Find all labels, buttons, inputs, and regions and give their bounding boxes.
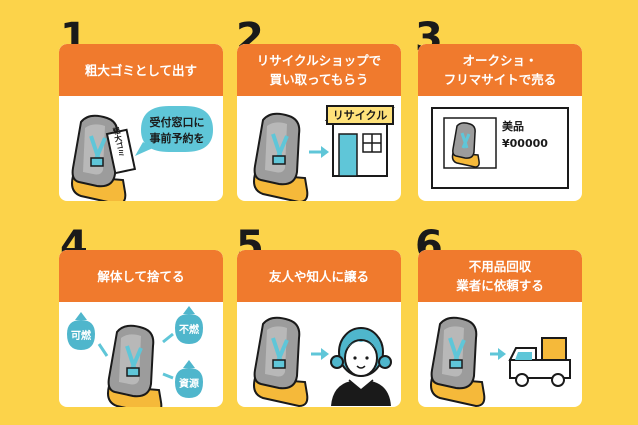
- step-title: オークショ・ フリマサイトで売る: [443, 53, 557, 87]
- car-seat-icon: [430, 316, 486, 407]
- step-title: 粗大ゴミとして出す: [84, 62, 198, 78]
- bag-label-nonburnable: 不燃: [179, 323, 200, 336]
- auction-listing-illustration: 美品 ¥00000: [431, 107, 569, 189]
- step-header: 不用品回収 業者に依頼する: [418, 250, 582, 302]
- person-icon: [330, 327, 392, 406]
- recycle-shop-illustration: リサイクル: [253, 105, 395, 201]
- arrow-right-icon: [311, 348, 329, 360]
- shop-icon: リサイクル: [324, 105, 395, 177]
- bag-label-resource: 資源: [179, 377, 199, 390]
- step-header: 解体して捨てる: [59, 250, 223, 302]
- car-seat-icon: [253, 316, 309, 407]
- arrow-icons: [97, 332, 174, 380]
- arrow-right-icon: [309, 146, 329, 158]
- give-to-friend-illustration: [253, 316, 392, 407]
- dismantle-illustration: 可燃 不燃 資源: [67, 306, 203, 407]
- bubble-line-2: 事前予約を: [150, 131, 205, 145]
- step-header: リサイクルショップで 買い取ってもらう: [237, 44, 401, 96]
- step-card-1: 粗大ゴミとして出す 粗大ゴミ 受付窓口に 事前予約を: [59, 44, 223, 201]
- shop-sign-text: リサイクル: [333, 109, 387, 122]
- tag-icon: 粗大ゴミ: [105, 125, 137, 175]
- step-card-2: リサイクルショップで 買い取ってもらう リサイクル: [237, 44, 401, 201]
- car-seat-icon: [451, 122, 480, 168]
- oversized-garbage-illustration: 粗大ゴミ 受付窓口に 事前予約を: [71, 106, 213, 201]
- car-seat-icon: [107, 324, 163, 407]
- step-card-4: 解体して捨てる 可燃 不燃 資源: [59, 250, 223, 407]
- burnable-bag-icon: 可燃: [67, 312, 95, 350]
- collection-service-illustration: [430, 316, 571, 407]
- listing-label: 美品: [502, 119, 524, 133]
- step-card-5: 友人や知人に譲る: [237, 250, 401, 407]
- listing-price: ¥00000: [502, 137, 548, 150]
- step-title: 友人や知人に譲る: [268, 268, 369, 284]
- arrow-right-icon: [490, 348, 506, 360]
- speech-bubble-icon: 受付窓口に 事前予約を: [135, 106, 213, 156]
- step-header: オークショ・ フリマサイトで売る: [418, 44, 582, 96]
- bag-label-burnable: 可燃: [71, 329, 92, 342]
- step-title: 解体して捨てる: [97, 268, 185, 284]
- step-header: 粗大ゴミとして出す: [59, 44, 223, 96]
- car-seat-icon: [253, 112, 309, 201]
- listing-card-icon: 美品 ¥00000: [431, 107, 569, 189]
- truck-icon: [508, 337, 571, 387]
- step-title: 不用品回収 業者に依頼する: [456, 259, 544, 293]
- step-title: リサイクルショップで 買い取ってもらう: [256, 53, 382, 87]
- step-card-6: 不用品回収 業者に依頼する: [418, 250, 582, 407]
- step-card-3: オークショ・ フリマサイトで売る 美品 ¥00000: [418, 44, 582, 201]
- nonburnable-bag-icon: 不燃: [175, 306, 203, 344]
- resource-bag-icon: 資源: [175, 360, 203, 398]
- step-header: 友人や知人に譲る: [237, 250, 401, 302]
- bubble-line-1: 受付窓口に: [150, 115, 205, 129]
